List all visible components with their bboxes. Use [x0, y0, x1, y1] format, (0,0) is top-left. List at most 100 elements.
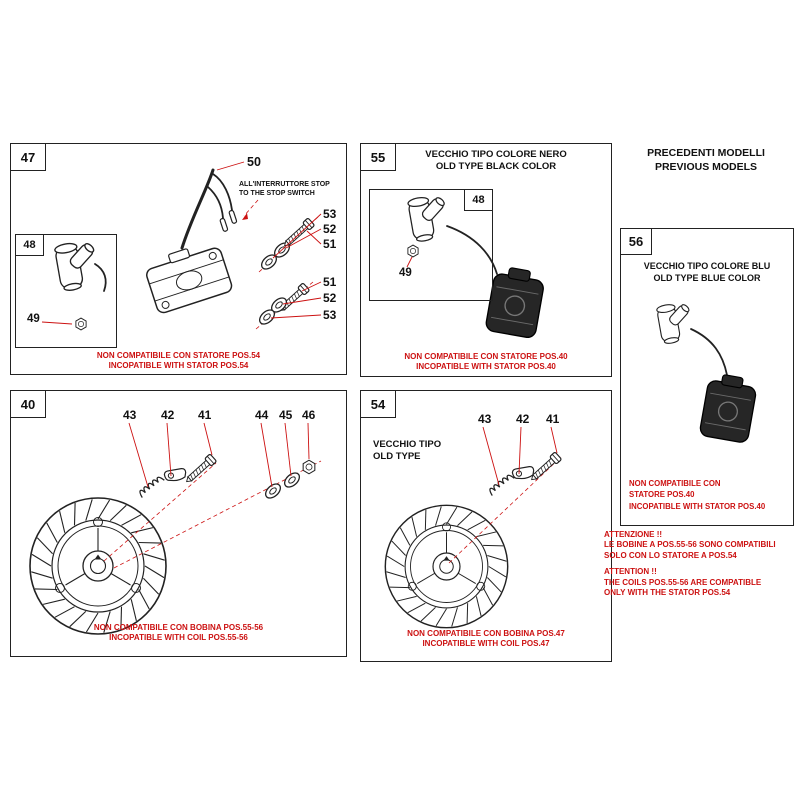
box40-number: 40 [10, 390, 46, 418]
box40-art [29, 422, 322, 635]
callout-44: 44 [255, 408, 269, 422]
callout-53: 53 [323, 207, 337, 221]
previous-models-it: PRECEDENTI MODELLI [647, 147, 765, 159]
callout-51b: 51 [323, 275, 337, 289]
callout-42: 42 [161, 408, 175, 422]
box55-title-it: VECCHIO TIPO COLORE NERO [425, 149, 567, 160]
box54-warning-en: INCOPATIBLE WITH COIL POS.47 [422, 639, 550, 649]
box48-number: 48 [15, 234, 44, 256]
spark-plug-boot-drawing [655, 300, 697, 346]
attention-it-line2: SOLO CON LO STATORE A POS.54 [604, 550, 737, 560]
box54-number: 54 [360, 390, 396, 418]
box56-warning-it2: STATORE POS.40 [629, 489, 695, 499]
stop-switch-note-line1: ALL'INTERRUTTORE STOP [239, 181, 330, 188]
part-box-55: 55 VECCHIO TIPO COLORE NERO OLD TYPE BLA… [360, 143, 612, 377]
coil-wire [446, 225, 498, 275]
previous-models-heading: PRECEDENTI MODELLI PREVIOUS MODELS [618, 146, 794, 174]
attention-note: ATTENZIONE !! LE BOBINE A POS.55-56 SONO… [604, 530, 798, 598]
flywheel-drawing [384, 504, 509, 629]
leader-line [128, 422, 149, 488]
leader-line [260, 422, 273, 488]
attention-en-line1: THE COILS POS.55-56 ARE COMPATIBLE [604, 577, 762, 587]
spring-drawing-43 [487, 472, 515, 497]
washer-drawing-45 [281, 469, 303, 491]
part-box-47: 47 48 49 50 ALL'INTERRUTTORE STOP TO THE… [10, 143, 347, 375]
callout-52b: 52 [323, 291, 337, 305]
box47-warning-en: INCOPATIBLE WITH STATOR POS.54 [108, 361, 249, 371]
leader-line [284, 422, 292, 477]
blue-coil-drawing [698, 371, 759, 445]
callout-41: 41 [546, 412, 560, 426]
bullet-connector [219, 217, 229, 232]
leader-line [166, 422, 172, 477]
previous-models-en: PREVIOUS MODELS [654, 161, 758, 174]
box47-art [41, 161, 322, 331]
callout-41: 41 [198, 408, 212, 422]
box54-warning-it: NON COMPATIBILE CON BOBINA POS.47 [407, 629, 565, 638]
box56-art [655, 300, 759, 445]
box56-warning-en: INCOPATIBLE WITH STATOR POS.40 [629, 502, 766, 512]
leader-line [307, 422, 310, 460]
box54-title-en: OLD TYPE [373, 451, 421, 463]
box55-title-en: OLD TYPE BLACK COLOR [435, 161, 557, 173]
box55-warning: NON COMPATIBILE CON STATORE POS.40 INCOP… [371, 352, 601, 373]
leader-line [482, 426, 500, 486]
callout-50: 50 [247, 155, 261, 169]
bullet-connector [228, 209, 238, 224]
pawl-drawing-42 [162, 465, 188, 485]
callout-49b: 49 [399, 267, 412, 279]
leader-line [272, 213, 322, 259]
assembly-axis [113, 460, 322, 569]
callout-43: 43 [478, 412, 492, 426]
box54-art [384, 426, 563, 629]
part-box-48: 48 [15, 234, 117, 348]
box55-number: 55 [360, 143, 396, 171]
box55-title: VECCHIO TIPO COLORE NERO OLD TYPE BLACK … [391, 149, 601, 174]
black-coil-drawing [484, 264, 547, 340]
box55-warning-it: NON COMPATIBILE CON STATORE POS.40 [404, 352, 568, 361]
part-box-48b: 48 [369, 189, 493, 301]
box55-warning-en: INCOPATIBLE WITH STATOR POS.40 [416, 362, 556, 372]
leader-line [306, 230, 322, 245]
box40-warning-it: NON COMPATIBILE CON BOBINA POS.55-56 [93, 623, 264, 632]
coil-wire [690, 328, 728, 376]
attention-en-line2: ONLY WITH THE STATOR POS.54 [604, 587, 731, 597]
boot-wire-stub [94, 263, 107, 292]
callout-46: 46 [302, 408, 316, 422]
callout-43: 43 [123, 408, 137, 422]
washer-drawing-44 [262, 480, 284, 502]
assembly-axis [448, 456, 562, 564]
leader-line [518, 426, 522, 475]
box56-title-en: OLD TYPE BLUE COLOR [653, 272, 761, 283]
stop-note-arrow [243, 199, 259, 217]
box56-title-it: VECCHIO TIPO COLORE BLU [643, 261, 771, 271]
assembly-axis [103, 462, 217, 562]
attention-title-en: ATTENTION !! [604, 567, 657, 577]
callout-51: 51 [323, 237, 337, 251]
box56-warning: NON COMPATIBILE CON STATORE POS.40 INCOP… [629, 479, 789, 513]
part-box-40: 40 43 42 41 44 45 46 NON COMPATIBILE CON… [10, 390, 347, 657]
leader-line [550, 426, 558, 454]
leader-line-49 [41, 321, 73, 325]
callout-45: 45 [279, 408, 293, 422]
box40-warning: NON COMPATIBILE CON BOBINA POS.55-56 INC… [26, 623, 331, 644]
box56-number: 56 [620, 228, 652, 255]
callout-42: 42 [516, 412, 530, 426]
box54-warning: NON COMPATIBILE CON BOBINA POS.47 INCOPA… [371, 629, 601, 650]
screw-drawing-41 [182, 453, 218, 486]
stop-wire-lead1 [212, 173, 233, 211]
stop-wire-drawing [180, 168, 215, 250]
ignition-coil-drawing [141, 238, 235, 316]
spring-drawing-43 [137, 474, 165, 499]
nut-drawing-46 [302, 459, 316, 475]
callout-49: 49 [27, 313, 40, 325]
leader-line [285, 228, 322, 249]
box48b-number: 48 [464, 189, 493, 211]
stop-switch-note-line2: TO THE STOP SWITCH [239, 190, 315, 198]
leader-line-50 [216, 161, 245, 171]
attention-title-it: ATTENZIONE !! [604, 530, 663, 539]
leader-line [203, 422, 213, 456]
flywheel-drawing [29, 497, 167, 635]
leader-line [270, 314, 322, 319]
